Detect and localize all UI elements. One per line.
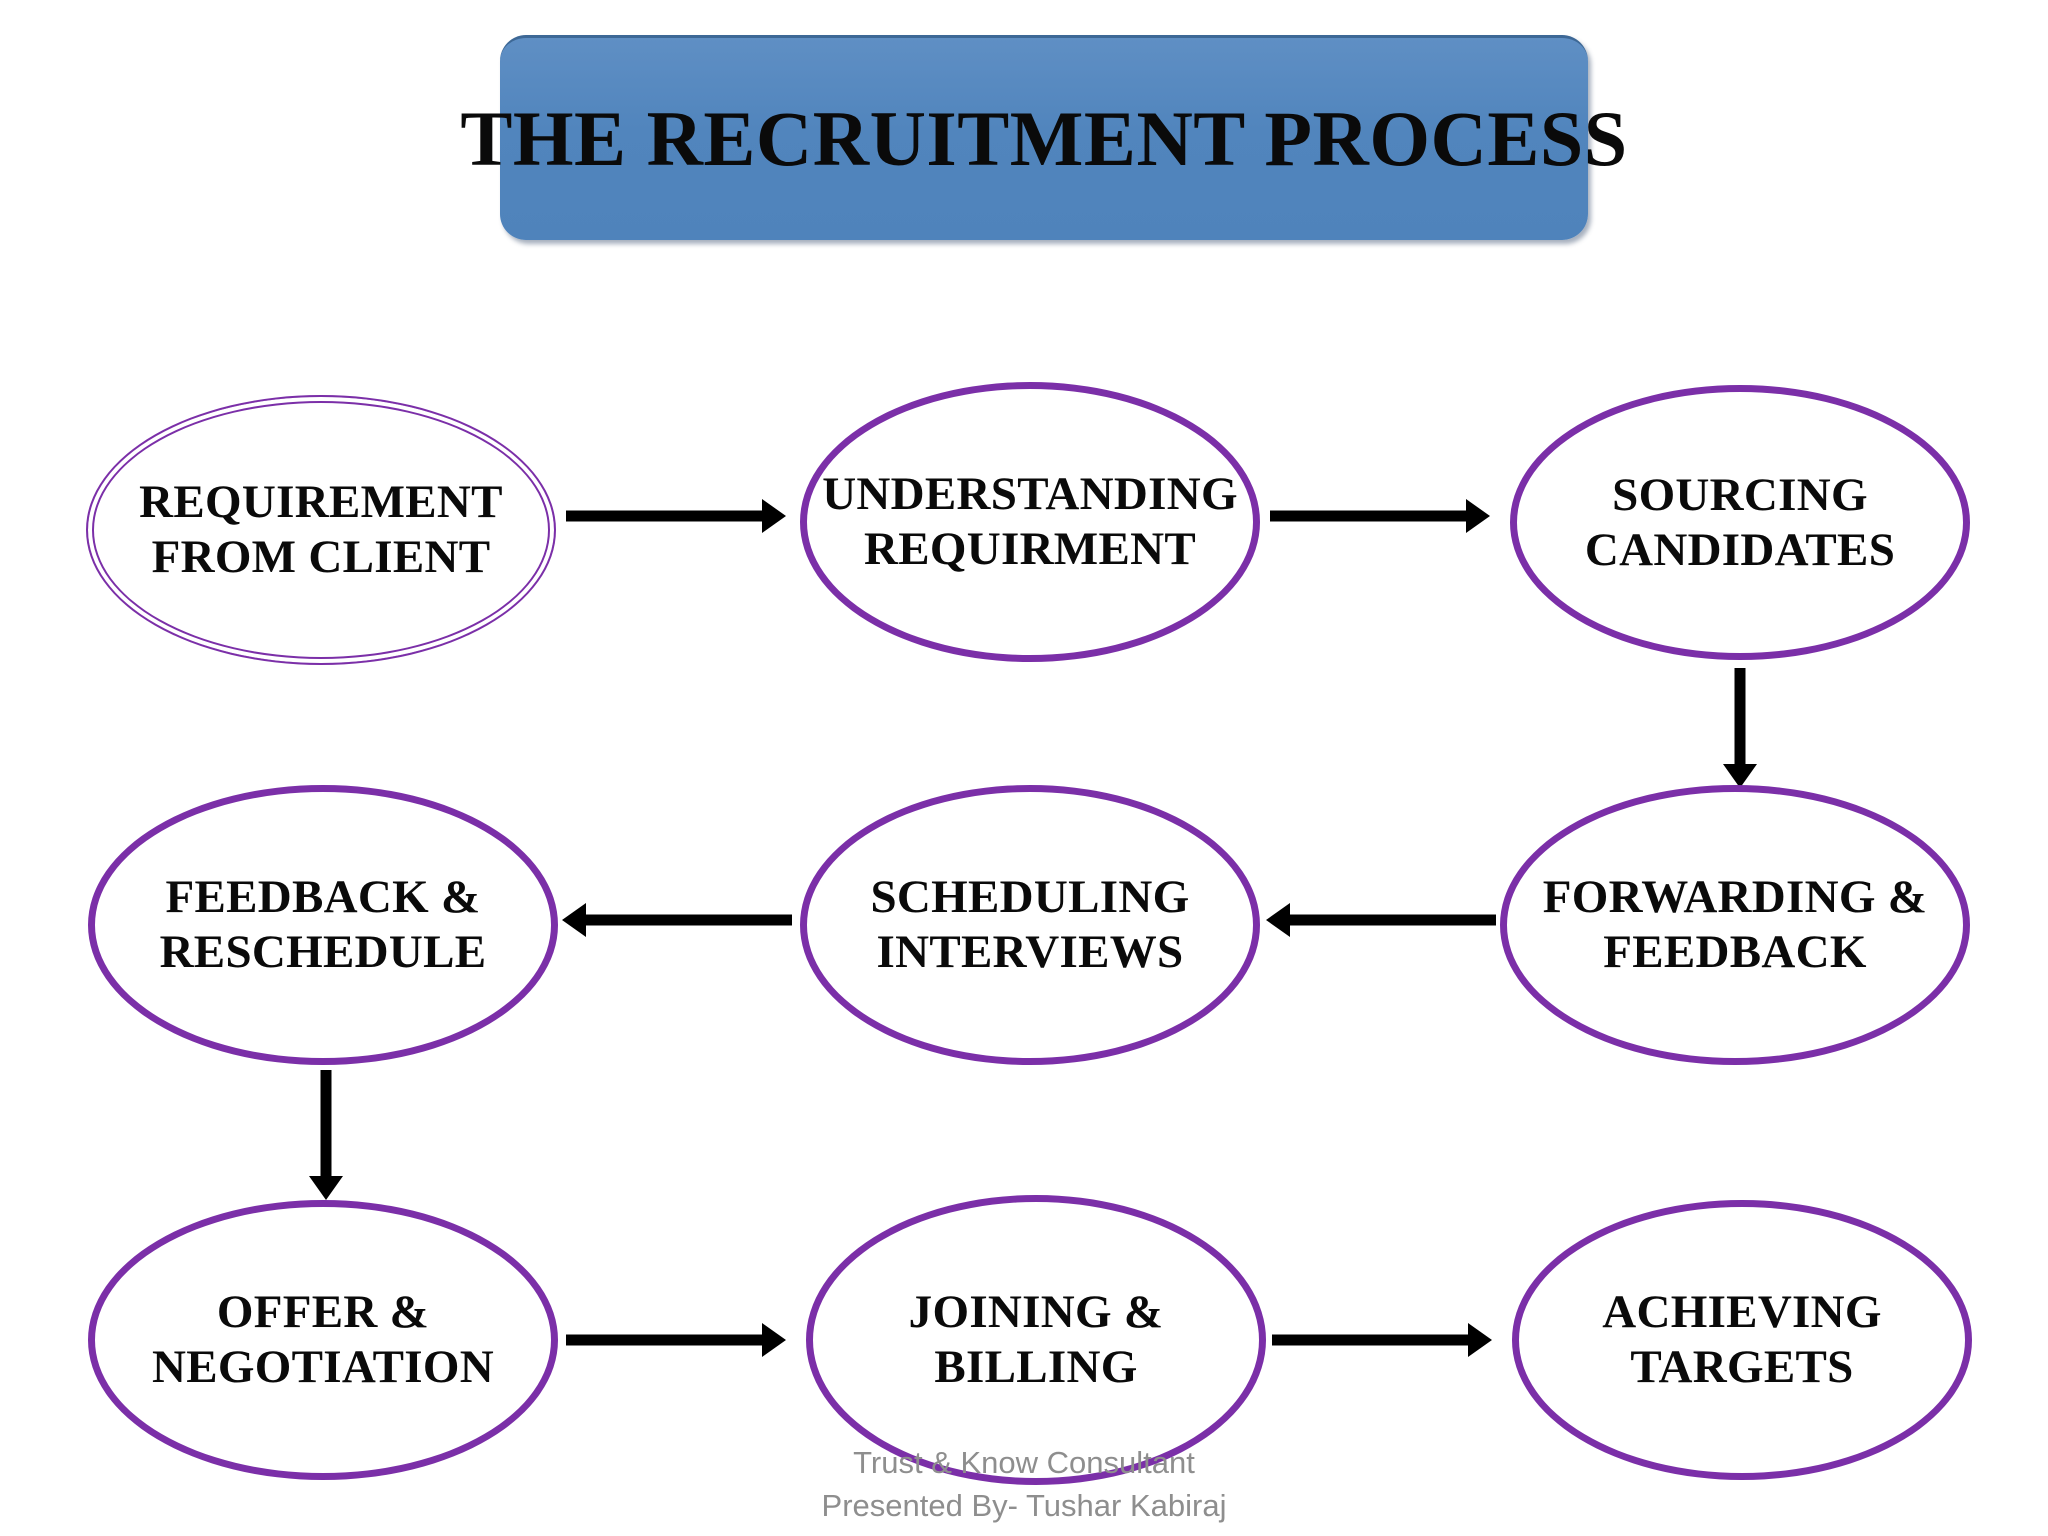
node-label: SCHEDULING INTERVIEWS: [870, 871, 1190, 978]
arrow-n5-to-n6: [562, 900, 792, 940]
footer-line-2: Presented By- Tushar Kabiraj: [821, 1487, 1227, 1523]
node-label: FEEDBACK & RESCHEDULE: [159, 871, 487, 978]
arrow-n7-to-n8: [566, 1320, 786, 1360]
node-label: JOINING & BILLING: [908, 1286, 1164, 1393]
arrow-n6-to-n7: [306, 1070, 346, 1200]
slide-title-banner: THE RECRUITMENT PROCESS: [460, 35, 1627, 240]
arrow-n8-to-n9: [1272, 1320, 1492, 1360]
node-requirement-from-client[interactable]: REQUIREMENT FROM CLIENT: [86, 395, 556, 665]
arrow-n4-to-n5: [1266, 900, 1496, 940]
node-label: SOURCING CANDIDATES: [1584, 468, 1896, 576]
arrow-n3-to-n4: [1720, 668, 1760, 788]
node-forwarding-and-feedback[interactable]: FORWARDING & FEEDBACK: [1500, 785, 1970, 1065]
arrow-n1-to-n2: [566, 496, 786, 536]
node-label: REQUIREMENT FROM CLIENT: [139, 476, 503, 583]
node-scheduling-interviews[interactable]: SCHEDULING INTERVIEWS: [800, 785, 1260, 1065]
arrow-n2-to-n3: [1270, 496, 1490, 536]
page-title: THE RECRUITMENT PROCESS: [460, 95, 1628, 182]
node-joining-and-billing[interactable]: JOINING & BILLING: [806, 1195, 1266, 1485]
node-achieving-targets[interactable]: ACHIEVING TARGETS: [1512, 1200, 1972, 1480]
node-label: FORWARDING & FEEDBACK: [1542, 871, 1928, 978]
node-label: UNDERSTANDING REQUIRMENT: [822, 468, 1238, 575]
node-label: ACHIEVING TARGETS: [1602, 1286, 1882, 1393]
node-understanding-requirment[interactable]: UNDERSTANDING REQUIRMENT: [800, 382, 1260, 662]
node-sourcing-candidates[interactable]: SOURCING CANDIDATES: [1510, 385, 1970, 660]
node-label: OFFER & NEGOTIATION: [152, 1286, 494, 1393]
node-feedback-and-reschedule[interactable]: FEEDBACK & RESCHEDULE: [88, 785, 558, 1065]
node-offer-and-negotiation[interactable]: OFFER & NEGOTIATION: [88, 1200, 558, 1480]
